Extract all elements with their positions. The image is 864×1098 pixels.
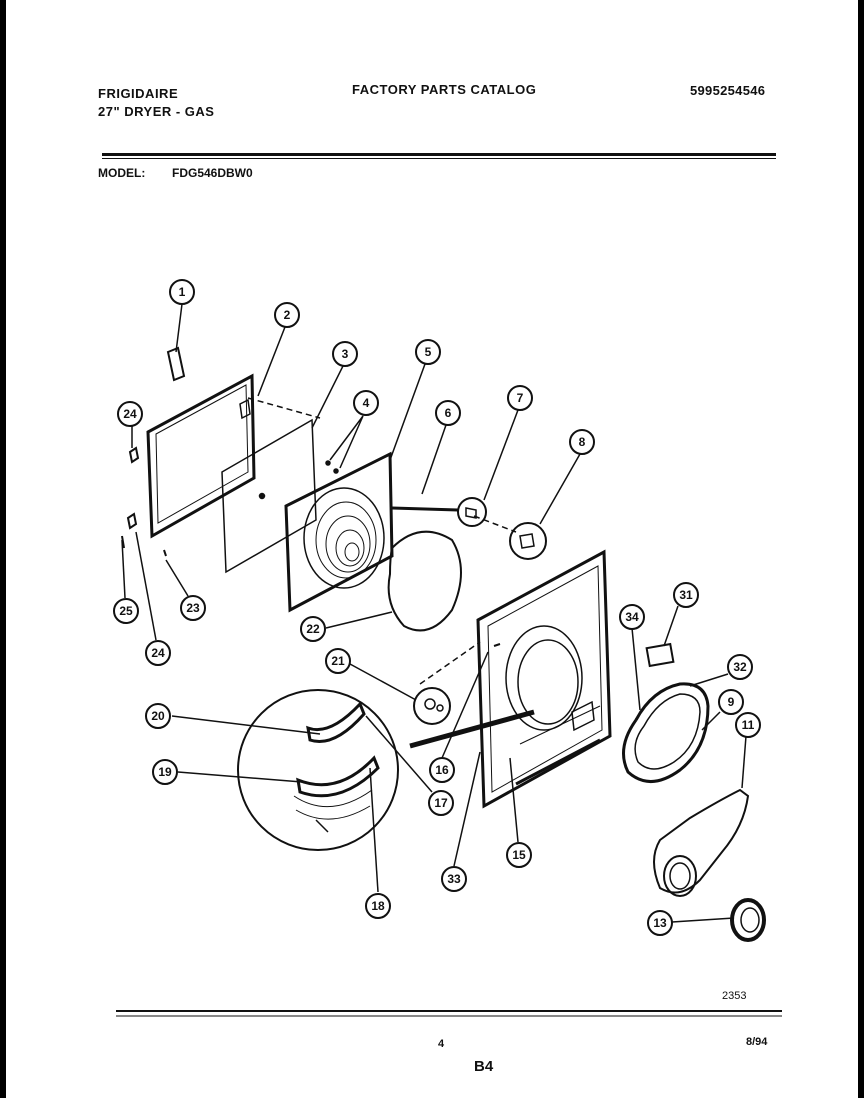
diagram-code: 2353 <box>722 990 747 1002</box>
callout-21: 21 <box>325 648 351 674</box>
svg-text:5: 5 <box>425 345 432 359</box>
callout-33: 33 <box>441 866 467 892</box>
svg-text:8: 8 <box>579 435 586 449</box>
callout-22: 22 <box>300 616 326 642</box>
callout-13: 13 <box>647 910 673 936</box>
door-inner-panel <box>221 418 317 574</box>
product-name: 27" DRYER - GAS <box>98 104 215 119</box>
svg-text:1: 1 <box>179 285 186 299</box>
callout-23: 23 <box>180 595 206 621</box>
catalog-title: FACTORY PARTS CATALOG <box>352 82 537 97</box>
callout-32: 32 <box>727 654 753 680</box>
callout-2: 2 <box>274 302 300 328</box>
callout-5: 5 <box>415 339 441 365</box>
callout-7: 7 <box>507 385 533 411</box>
model-label: MODEL: <box>98 166 146 180</box>
callout-18: 18 <box>365 893 391 919</box>
model-number: FDG546DBW0 <box>172 166 253 180</box>
svg-text:3: 3 <box>342 347 349 361</box>
callout-4: 4 <box>353 390 379 416</box>
callout-19: 19 <box>152 759 178 785</box>
detail-inset-circle <box>237 689 399 851</box>
svg-text:18: 18 <box>371 899 385 913</box>
svg-text:13: 13 <box>653 916 667 930</box>
callout-8: 8 <box>569 429 595 455</box>
dryer-front-panel <box>476 549 612 809</box>
callout-9: 9 <box>718 689 744 715</box>
svg-text:2: 2 <box>284 308 291 322</box>
door-outer-panel <box>146 373 256 539</box>
header-rule-thin <box>102 158 776 159</box>
door-seal-ring <box>387 530 462 632</box>
catalog-number: 5995254546 <box>690 83 766 98</box>
duct-ring <box>730 898 766 942</box>
svg-text:34: 34 <box>625 610 639 624</box>
door-handle-part <box>166 346 186 382</box>
svg-text:23: 23 <box>186 601 200 615</box>
door-liner <box>284 451 394 613</box>
svg-text:11: 11 <box>742 718 755 732</box>
callout-1: 1 <box>169 279 195 305</box>
callout-6: 6 <box>435 400 461 426</box>
header-rule <box>102 153 776 156</box>
callout-31: 31 <box>673 582 699 608</box>
svg-text:16: 16 <box>435 763 449 777</box>
catalog-page <box>6 0 858 1098</box>
svg-text:24: 24 <box>123 407 137 421</box>
svg-text:19: 19 <box>158 765 172 779</box>
svg-text:33: 33 <box>447 872 461 886</box>
svg-text:24: 24 <box>151 646 165 660</box>
callout-11: 11 <box>735 712 761 738</box>
callout-24-bottom: 24 <box>145 640 171 666</box>
callout-20: 20 <box>145 703 171 729</box>
svg-text:9: 9 <box>728 695 735 709</box>
exhaust-duct <box>653 788 750 894</box>
svg-text:31: 31 <box>679 588 693 602</box>
svg-text:25: 25 <box>119 604 133 618</box>
callout-34: 34 <box>619 604 645 630</box>
svg-text:17: 17 <box>434 796 448 810</box>
callout-3: 3 <box>332 341 358 367</box>
svg-text:21: 21 <box>331 654 345 668</box>
section-id: B4 <box>474 1058 494 1075</box>
svg-text:20: 20 <box>151 709 165 723</box>
svg-text:6: 6 <box>445 406 452 420</box>
svg-text:32: 32 <box>733 660 747 674</box>
callout-16: 16 <box>429 757 455 783</box>
callout-15: 15 <box>506 842 532 868</box>
front-seal-ring <box>622 682 710 783</box>
svg-text:7: 7 <box>517 391 524 405</box>
callout-24-top: 24 <box>117 401 143 427</box>
svg-text:4: 4 <box>363 396 370 410</box>
svg-text:15: 15 <box>512 848 526 862</box>
svg-text:22: 22 <box>306 622 320 636</box>
callout-17: 17 <box>428 790 454 816</box>
brand-name: FRIGIDAIRE <box>98 86 179 101</box>
callout-25: 25 <box>113 598 139 624</box>
page-number: 4 <box>438 1038 445 1050</box>
revision-date: 8/94 <box>746 1036 768 1048</box>
